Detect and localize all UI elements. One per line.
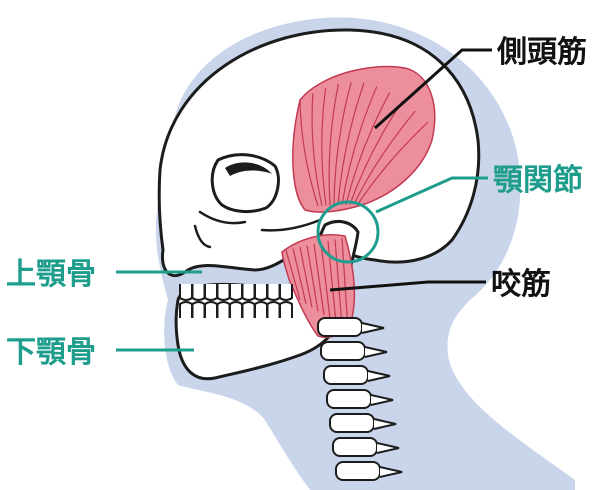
masseter-fiber (299, 246, 313, 308)
masseter-fiber (341, 237, 349, 331)
tooth (241, 284, 256, 301)
temporalis-fiber (345, 92, 391, 205)
masseter-fiber (320, 242, 331, 319)
tooth (279, 301, 293, 318)
temporalis-fiber (299, 99, 319, 207)
tooth (179, 301, 193, 318)
spinous-process (379, 466, 403, 478)
spinous-process (364, 346, 388, 358)
tooth (191, 301, 206, 318)
temporalis-fiber (337, 82, 365, 206)
spinous-process (376, 442, 400, 454)
temporalis-fiber (328, 83, 339, 206)
tmj-label: 顎関節 (493, 163, 583, 198)
eye-socket-shadow (225, 162, 272, 176)
temporalis-muscle (292, 65, 436, 213)
spinous-process (373, 418, 397, 430)
temporalis-fiber (311, 93, 323, 206)
tooth (229, 301, 243, 318)
tooth (204, 301, 218, 318)
spinous-process (361, 322, 385, 334)
cervical-spine (317, 317, 403, 481)
vertebra (335, 461, 381, 481)
temporalis-label: 側頭筋 (496, 35, 587, 70)
temporalis-fiber (341, 86, 378, 205)
mandible-label: 下顎骨 (6, 335, 96, 370)
tooth (266, 301, 281, 318)
tooth (229, 284, 243, 301)
tooth (279, 284, 293, 301)
temporalis-fiber (357, 121, 429, 205)
tooth (191, 284, 206, 301)
masseter-fiber (334, 239, 343, 327)
upper-teeth (179, 284, 293, 301)
masseter-fiber (285, 249, 301, 301)
masseter-leader-line (329, 280, 486, 292)
tooth (266, 284, 281, 301)
masseter-label: 咬筋 (491, 267, 551, 302)
masseter-fiber (313, 243, 325, 316)
masseter-fiber (306, 245, 319, 312)
spinous-process (370, 394, 394, 406)
vertebra (332, 437, 378, 457)
tmj-highlight-circle (316, 200, 380, 264)
tooth (216, 301, 231, 318)
lower-teeth (179, 301, 293, 318)
nasal-cavity (193, 224, 212, 249)
temporalis-fibers (299, 82, 429, 207)
zygomatic-line (198, 210, 322, 232)
masseter-fibers (285, 237, 349, 331)
vertebra (320, 341, 366, 361)
maxilla-label: 上顎骨 (6, 257, 96, 292)
tooth (179, 284, 193, 301)
spinous-process (367, 370, 391, 382)
temporalis-fiber (353, 110, 416, 205)
temporalis-fiber (321, 87, 327, 206)
tooth (254, 301, 268, 318)
temporalis-fiber (333, 82, 352, 206)
vertebra (326, 389, 372, 409)
tmj-leader-line (375, 176, 488, 214)
tooth (254, 284, 268, 301)
tooth (204, 284, 218, 301)
masseter-fiber (292, 248, 307, 304)
vertebra (329, 413, 375, 433)
temporalis-fiber (349, 100, 403, 205)
temporalis-leader-line (373, 48, 492, 130)
tooth (241, 301, 256, 318)
vertebra (317, 317, 363, 337)
tooth (216, 284, 231, 301)
vertebra (323, 365, 369, 385)
